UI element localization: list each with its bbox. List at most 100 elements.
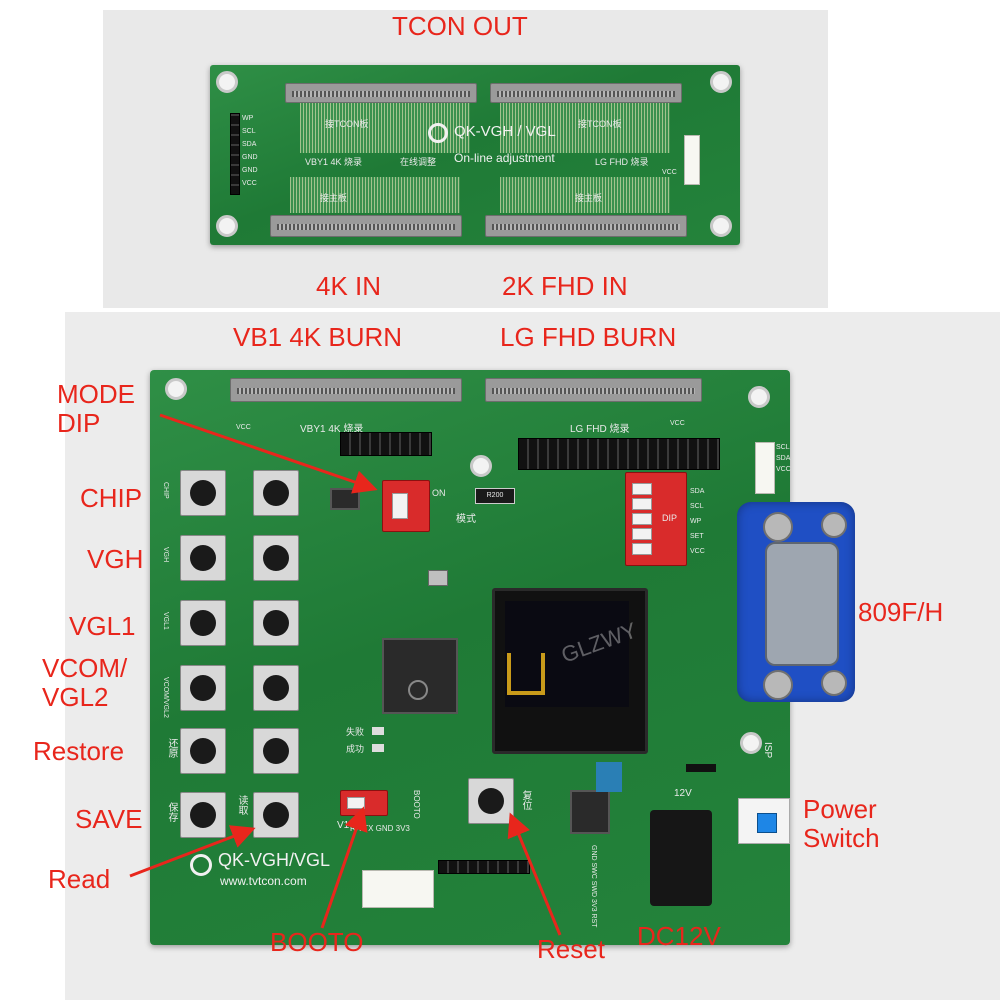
white-connector (755, 442, 775, 494)
pin-label: GND (242, 167, 258, 174)
label-mode-dip: MODE DIP (57, 380, 135, 437)
dc-jack (650, 810, 712, 906)
vby1-connector (230, 378, 462, 402)
oled-flex-cable (507, 653, 545, 695)
chip-button-right[interactable] (253, 470, 299, 516)
adapter-to-main: 接主板 (575, 193, 603, 203)
vcom-button-right[interactable] (253, 665, 299, 711)
resistor-label: R200 (486, 492, 504, 499)
brand-logo-icon (190, 854, 212, 876)
reset-button[interactable] (468, 778, 514, 824)
label-line: VCOM/ (42, 653, 128, 683)
vga-screw (821, 670, 847, 696)
read-button[interactable] (253, 792, 299, 838)
power-switch[interactable] (757, 813, 777, 833)
white-connector (684, 135, 700, 185)
reset-cn: 复位 (520, 790, 531, 810)
oled-display (492, 588, 648, 754)
vga-screw (821, 512, 847, 538)
label-vgh: VGH (87, 544, 144, 574)
mcu-chip (382, 638, 458, 714)
capacitor (596, 762, 622, 792)
voltage-regulator (570, 790, 610, 834)
adapter-board: WP SCL SDA GND GND VCC VCC QK-VGH / VGL … (210, 65, 740, 245)
config-dip-switch[interactable]: DIP (625, 472, 687, 566)
dip-on-label: ON (432, 488, 446, 498)
vgl1-button-left[interactable] (180, 600, 226, 646)
trace-bundle (500, 103, 670, 153)
vcc-label: VCC (670, 420, 685, 427)
restore-cn: 还原 (166, 738, 177, 758)
pin-header-vby1 (340, 432, 432, 456)
mount-hole (710, 71, 732, 93)
status-led (372, 727, 384, 735)
dip-lever (632, 483, 652, 495)
mount-hole (748, 386, 770, 408)
vgl1-button-right[interactable] (253, 600, 299, 646)
label-line: VGL2 (42, 681, 109, 712)
vga-port (737, 502, 855, 702)
side-label: CHIP (162, 482, 169, 499)
diode (686, 764, 716, 772)
main-connector-left (270, 215, 462, 237)
crystal (428, 570, 448, 586)
button-side-labels: CHIP VGH VGL1 VCOM/VGL2 (162, 482, 169, 742)
oled-screen (505, 601, 629, 707)
booto-silk: BOOTO (412, 790, 421, 819)
save-button[interactable] (180, 792, 226, 838)
success-cn: 成功 (346, 744, 365, 754)
eeprom-chip (330, 488, 360, 510)
label-booto: BOOTO (270, 927, 364, 957)
mode-cn: 模式 (456, 514, 476, 525)
label-2k-fhd-in: 2K FHD IN (502, 271, 628, 301)
adapter-to-tcon: 接TCON板 (578, 119, 622, 129)
dip-lever (392, 493, 408, 519)
pin-label: SDA (690, 488, 705, 495)
lg-fhd-connector (485, 378, 702, 402)
pin-label: GND (242, 154, 258, 161)
pin-label: WP (242, 115, 254, 122)
vga-face (765, 542, 839, 666)
label-chip: CHIP (80, 483, 143, 513)
label-tcon-out: TCON OUT (392, 11, 528, 41)
mount-hole (216, 215, 238, 237)
label-dc12v: DC12V (637, 921, 721, 951)
vgh-button-right[interactable] (253, 535, 299, 581)
chip-button-left[interactable] (180, 470, 226, 516)
adapter-brand: QK-VGH / VGL (454, 123, 556, 140)
resistor-r200: R200 (475, 488, 515, 504)
restore-button-left[interactable] (180, 728, 226, 774)
dip-lever (632, 498, 652, 510)
read-cn: 读取 (236, 795, 247, 815)
vgh-button-left[interactable] (180, 535, 226, 581)
main-board: VCC VBY1 4K 烧录 LG FHD 烧录 VCC SCL SDA VCC… (150, 370, 791, 945)
label-line: MODE (57, 379, 135, 409)
label-vcom-vgl2: VCOM/ VGL2 (42, 654, 127, 711)
con-side-labels: SCL SDA VCC (776, 444, 791, 477)
tcon-connector-right (490, 83, 682, 103)
adapter-to-tcon: 接TCON板 (325, 119, 369, 129)
dip-side-labels: SDA SCL WP SET VCC (690, 488, 705, 563)
lg-fhd-silk: LG FHD 烧录 (570, 424, 630, 435)
pin-label: SCL (776, 444, 790, 451)
dip-lever (347, 797, 365, 809)
vcom-button-left[interactable] (180, 665, 226, 711)
pin-label: VCC (690, 548, 705, 555)
trace-bundle (500, 177, 670, 213)
restore-button-right[interactable] (253, 728, 299, 774)
pin-label: VCC (776, 466, 791, 473)
side-label: VGH (162, 547, 169, 563)
chip-logo-icon (408, 680, 428, 700)
vga-screw (763, 670, 793, 700)
adapter-to-main: 接主板 (320, 193, 348, 203)
label-vgl1: VGL1 (69, 611, 136, 641)
vcc-label: VCC (236, 424, 251, 431)
v1-label: V1 (337, 820, 350, 831)
vga-screw (763, 512, 793, 542)
mode-dip-switch[interactable] (382, 480, 430, 532)
side-label: VGL1 (162, 612, 169, 630)
label-power-switch: Power Switch (803, 795, 880, 852)
mount-hole (165, 378, 187, 400)
side-label: VCOM/VGL2 (162, 677, 169, 718)
booto-dip-switch[interactable] (340, 790, 388, 816)
